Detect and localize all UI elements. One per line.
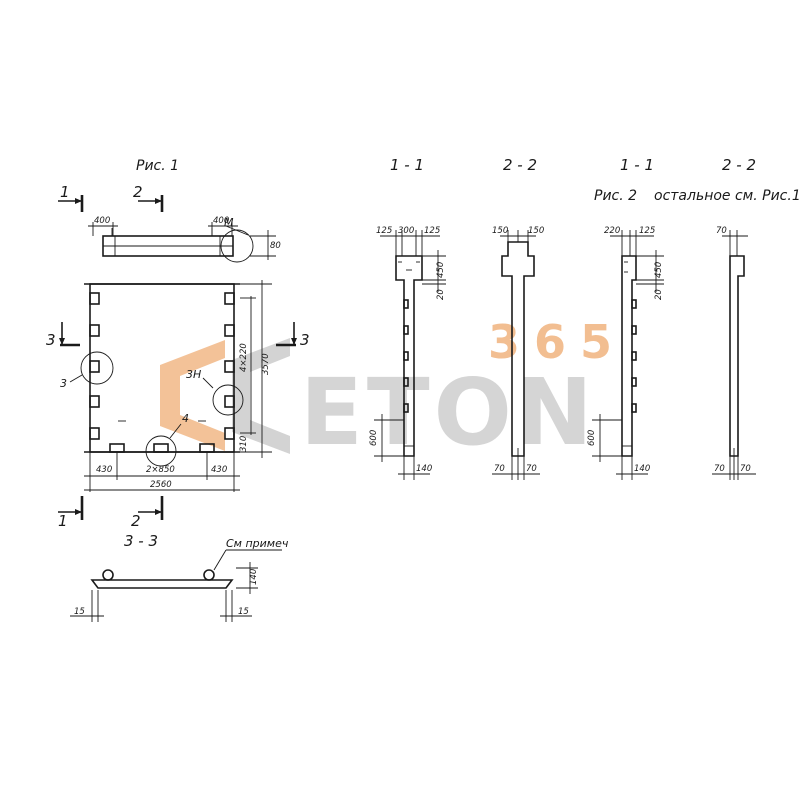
dim-s1b-125: 125 — [639, 226, 655, 236]
fig2-caption: Рис. 2 — [594, 188, 637, 204]
top-beam — [102, 228, 234, 257]
dim-s2b-70top: 70 — [716, 226, 727, 236]
dim-s2a-70r: 70 — [526, 464, 537, 474]
callout-m: М — [224, 216, 234, 229]
dim-right-top: 80 — [270, 241, 281, 251]
section-1-1-title-b: 1 - 1 — [620, 156, 654, 174]
callout-4: 4 — [182, 412, 189, 425]
dim-s1b-140: 140 — [634, 464, 650, 474]
dim-s3-left: 15 — [74, 607, 85, 617]
dim-bottom-total: 2560 — [150, 480, 172, 490]
dim-bottom-right: 430 — [211, 465, 227, 475]
dim-top-left: 400 — [94, 216, 110, 226]
plan-bottom-dims: 430 2×850 430 2560 — [84, 452, 240, 492]
cut-2-bottom-label: 2 — [131, 512, 141, 530]
left-sockets — [89, 292, 100, 440]
section-3-3: См примеч 140 15 15 — [70, 537, 289, 622]
section-2-2-title-a: 2 - 2 — [503, 156, 537, 174]
dim-s1b-600: 600 — [587, 430, 597, 446]
dim-s2b-70r: 70 — [740, 464, 751, 474]
dim-s1a-300: 300 — [398, 226, 414, 236]
cut-1-bottom-label: 1 — [58, 512, 68, 530]
dim-s1a-600: 600 — [369, 430, 379, 446]
dim-right-total: 3570 — [261, 353, 271, 375]
cut-marks-3: 3 3 — [46, 322, 310, 349]
section-3-3-title: 3 - 3 — [124, 532, 158, 550]
cut-3-left-label: 3 — [46, 331, 56, 349]
dim-s3-right: 15 — [238, 607, 249, 617]
dim-s1b-450: 450 — [654, 262, 664, 278]
section-2-2-b: 70 70 70 — [712, 226, 756, 480]
dim-bottom-left: 430 — [96, 465, 112, 475]
watermark-logo-inner-icon — [232, 338, 290, 454]
section-1-1-b: 220 125 450 20 600 140 — [587, 226, 664, 480]
dim-s2a-70l: 70 — [494, 464, 505, 474]
dim-s1a-140: 140 — [416, 464, 432, 474]
watermark: 365 ETON — [160, 315, 626, 466]
section-1-1-title-a: 1 - 1 — [390, 156, 424, 174]
dim-s1a-125r: 125 — [424, 226, 440, 236]
plan-right-dims: 80 4×220 3570 310 — [239, 230, 281, 458]
cut-marks-bottom: 1 2 — [58, 496, 164, 530]
dim-top-right: 400 — [213, 216, 229, 226]
cut-marks-top: 1 2 — [58, 183, 164, 212]
callouts: М 3 3Н 4 — [60, 216, 254, 467]
dim-s1a-450: 450 — [436, 262, 446, 278]
section-2-2-title-b: 2 - 2 — [722, 156, 756, 174]
callout-3h: 3Н — [186, 368, 201, 381]
watermark-number: 365 — [488, 315, 626, 369]
watermark-word: ETON — [300, 359, 597, 466]
dim-s3-height: 140 — [249, 569, 259, 585]
dim-s1a-20: 20 — [436, 289, 446, 300]
callout-3: 3 — [60, 377, 67, 390]
dim-s1b-20: 20 — [654, 289, 664, 300]
note-label: См примеч — [226, 537, 289, 550]
dim-right-pitch: 4×220 — [239, 343, 249, 372]
section-1-1-a: 125 300 125 450 20 600 140 — [369, 226, 446, 480]
fig2-note: остальное см. Рис.1 — [654, 188, 800, 204]
dim-s2a-150r: 150 — [528, 226, 544, 236]
plan-top-dims: 400 400 — [88, 216, 238, 236]
fig1-caption: Рис. 1 — [136, 158, 179, 174]
cut-3-right-label: 3 — [300, 331, 310, 349]
cut-1-top-label: 1 — [60, 183, 70, 201]
dim-right-bottom: 310 — [239, 436, 249, 452]
watermark-logo-icon — [160, 340, 225, 451]
dim-bottom-mid: 2×850 — [146, 465, 175, 475]
right-sockets — [224, 292, 235, 440]
dim-s2a-150l: 150 — [492, 226, 508, 236]
cut-2-top-label: 2 — [133, 183, 143, 201]
dim-s1a-125l: 125 — [376, 226, 392, 236]
dim-s2b-70l: 70 — [714, 464, 725, 474]
section-2-2-a: 150 150 70 70 — [492, 226, 544, 480]
dim-s1b-220: 220 — [604, 226, 620, 236]
